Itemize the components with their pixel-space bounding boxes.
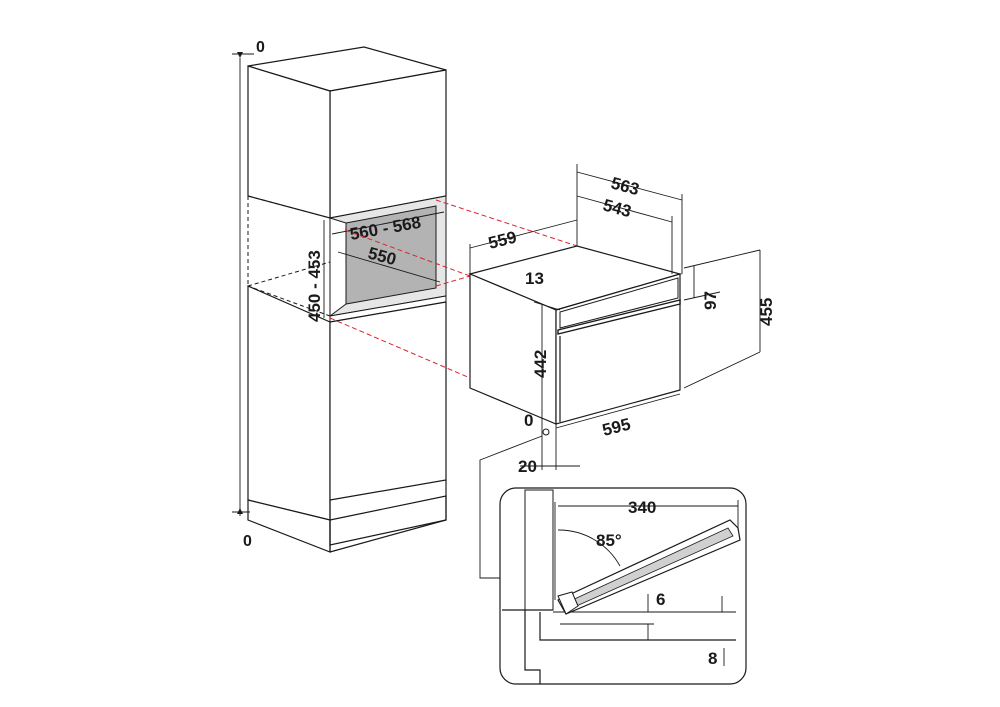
oven-offset: 20 (518, 457, 537, 476)
detail-shelf (539, 612, 736, 641)
cabinet-top-zero: 0 (256, 39, 265, 56)
dim-455-ext-top (683, 249, 761, 269)
oven-width-top: 559 (486, 228, 518, 253)
hidden-edge-4 (247, 285, 331, 317)
oven-dimensions (469, 164, 761, 470)
oven-control-panel (559, 277, 679, 329)
niche-left-wall (329, 217, 347, 317)
oven-panel-height: 97 (701, 291, 720, 310)
detail-wall (524, 489, 554, 611)
zero-top-arrow (237, 52, 243, 58)
dim-595-line (555, 393, 681, 429)
dim-13-tick (533, 301, 561, 311)
cabinet-bottom-zero: 0 (243, 533, 252, 550)
niche-dimensions (323, 211, 445, 318)
detail-marker (542, 428, 550, 436)
cabinet-base-front (329, 519, 447, 553)
oven-depth-total: 563 (609, 174, 641, 200)
dim-97-ext (683, 291, 721, 301)
oven-front-zero: 0 (524, 411, 533, 430)
red-line-4 (329, 317, 471, 379)
detail-hinge (557, 591, 579, 615)
detail-leader (479, 435, 543, 579)
detail-inset (499, 487, 747, 685)
oven-panel-top: 13 (525, 269, 544, 288)
dim-563-line (576, 171, 683, 201)
hidden-edge-1 (247, 195, 331, 219)
oven-total-height: 455 (757, 298, 776, 326)
door-gap-upper: 6 (656, 590, 665, 609)
cabinet-upper-front (329, 69, 447, 219)
zero-bottom-arrow (237, 508, 243, 514)
angle-arc (557, 529, 621, 567)
niche-width-line (331, 211, 445, 235)
door-gap-lower: 8 (708, 649, 717, 668)
dim-543-line (576, 195, 673, 223)
hidden-edge-2 (247, 261, 331, 287)
cabinet-lower-front (329, 301, 447, 501)
niche-height-label: 450 - 453 (305, 250, 324, 322)
door-angle-label: 85° (596, 531, 622, 550)
dim-559-line (469, 219, 578, 249)
cabinet (232, 46, 447, 553)
oven-depth-body: 543 (601, 196, 633, 222)
dim-455-ext-bottom (683, 351, 761, 389)
projection-lines (329, 199, 578, 379)
red-line-3 (344, 229, 471, 277)
oven (468, 245, 683, 425)
red-line-2 (435, 275, 471, 287)
red-line-1 (435, 199, 578, 247)
oven-front-width: 595 (600, 415, 632, 440)
cabinet-plinth-front (329, 495, 447, 546)
detail-shelf-left (524, 610, 541, 684)
niche-depth-line (337, 251, 441, 283)
door-depth-label: 340 (628, 498, 656, 517)
oven-panel-strip (557, 299, 681, 335)
cabinet-upper-side (247, 65, 331, 219)
oven-body-height: 442 (531, 350, 550, 378)
